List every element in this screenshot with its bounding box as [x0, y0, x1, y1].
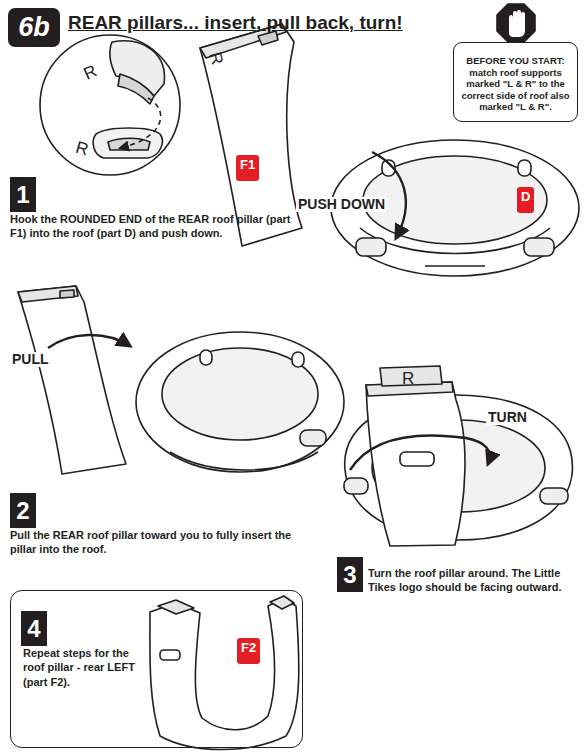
node-text: 6b [18, 14, 50, 41]
embossed-mark: R [206, 50, 226, 66]
drawing-part [350, 435, 490, 470]
drawing-part [300, 430, 326, 446]
drawing-part [162, 348, 318, 440]
drawing-part [363, 156, 547, 244]
drawing-part [170, 452, 318, 470]
action-label: PULL [10, 352, 51, 367]
drawing-part [120, 98, 161, 148]
step-text: Pull the REAR roof pillar toward you to … [10, 528, 310, 557]
drawing-part [360, 228, 550, 254]
drawing-part [93, 128, 162, 158]
step-number: 3 [337, 557, 363, 592]
drawing-part [292, 352, 304, 367]
drawing-part [200, 350, 212, 365]
drawing-part [344, 478, 368, 494]
drawing-part [425, 265, 485, 267]
drawing-part [18, 4, 579, 750]
page-title: REAR pillars... insert, pull back, turn! [68, 12, 403, 35]
node-text: 4 [27, 617, 40, 641]
drawing-part [18, 286, 78, 302]
drawing-part [497, 4, 535, 42]
node-text: F2 [241, 641, 256, 656]
step-number: 4 [21, 611, 47, 646]
drawing-part [108, 138, 150, 150]
drawing-part [150, 598, 299, 750]
node-text: D [521, 190, 530, 205]
drawing-part [356, 238, 386, 256]
drawing-part [200, 24, 302, 246]
drawing-part [380, 366, 442, 386]
action-label: PUSH DOWN [296, 197, 387, 212]
part-label: F1 [236, 155, 259, 181]
drawing-part [60, 290, 74, 298]
step-number: 2 [10, 493, 36, 528]
drawing-part [118, 74, 154, 104]
step-panel: Repeat steps for the roof pillar - rear … [10, 590, 303, 748]
warning-box: BEFORE YOU START: match roof supports ma… [453, 42, 578, 122]
drawing-part [258, 31, 278, 45]
action-label: TURN [486, 410, 529, 425]
node-text: 3 [343, 563, 356, 587]
node-text: F1 [240, 158, 255, 173]
part-label: F2 [237, 638, 260, 664]
drawing-part [18, 286, 126, 474]
drawing-part [524, 238, 554, 256]
drawing-part [366, 382, 465, 546]
step-badge: 6b [8, 8, 60, 47]
drawing-part [160, 650, 180, 660]
drawing-part [40, 35, 180, 175]
step-text: Turn the roof pillar around. The Little … [368, 566, 576, 595]
drawing-part [509, 10, 525, 37]
step-number: 1 [10, 177, 36, 212]
embossed-mark: R [402, 370, 414, 387]
node-text: 2 [16, 499, 29, 523]
node-text: BEFORE YOU START: match roof supports ma… [461, 55, 570, 113]
drawing-part [136, 332, 344, 472]
node-text: 1 [16, 183, 29, 207]
step-text: Hook the ROUNDED END of the REAR roof pi… [10, 212, 310, 241]
drawing-part [400, 452, 434, 466]
embossed-mark: R [74, 139, 90, 159]
part-label: D [517, 187, 534, 213]
embossed-mark: R [81, 62, 99, 83]
drawing-part [48, 335, 130, 348]
drawing-part [270, 596, 294, 609]
node-text: Repeat steps for the roof pillar - rear … [23, 646, 147, 689]
drawing-part [158, 600, 194, 614]
drawing-part [518, 160, 531, 176]
drawing-part [540, 488, 568, 504]
drawing-part [372, 152, 406, 238]
